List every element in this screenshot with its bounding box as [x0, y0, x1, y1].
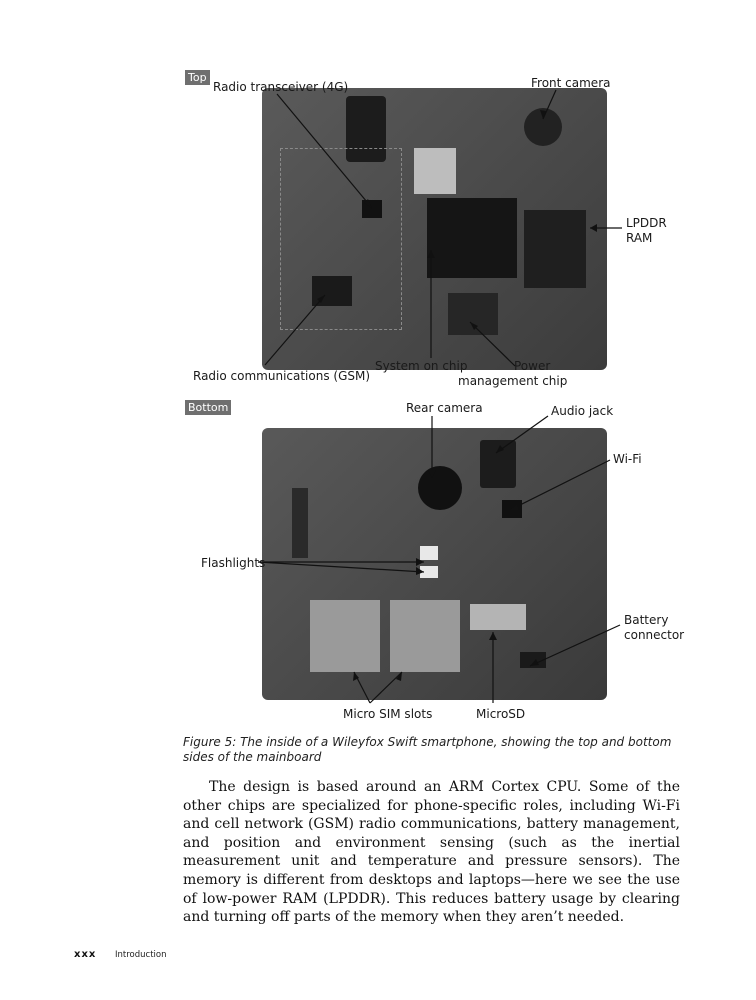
label-radio-transceiver: Radio transceiver (4G) [213, 80, 349, 94]
label-audio-jack: Audio jack [551, 404, 614, 418]
label-wifi: Wi-Fi [613, 452, 642, 466]
body-paragraph-container: The design is based around an ARM Cortex… [183, 778, 680, 927]
component-area [280, 148, 402, 330]
bottom-mainboard-photo [262, 428, 607, 700]
lpddr-chip [524, 210, 586, 288]
arrowhead [427, 250, 435, 258]
label-power-line1: Power [514, 359, 551, 373]
battery-connector-part [520, 652, 546, 668]
label-micro-sim-slots: Micro SIM slots [343, 707, 433, 721]
gsm-chip [312, 276, 352, 306]
leader-front-camera [542, 89, 557, 120]
label-lpddr-line1: LPDDR [626, 216, 667, 230]
label-rear-camera: Rear camera [406, 401, 483, 415]
page-folio: xxx [74, 949, 97, 960]
arrowhead [590, 224, 597, 232]
arrowhead [489, 632, 497, 640]
arrowhead [510, 504, 519, 510]
soc-chip [427, 198, 517, 278]
arrowhead [530, 659, 539, 666]
label-lpddr-line2: RAM [626, 231, 653, 245]
sim-slot-2 [390, 600, 460, 672]
label-microsd: MicroSD [476, 707, 526, 721]
label-system-on-chip: System on chip [375, 359, 468, 373]
rear-camera-module [418, 466, 462, 510]
arrowhead [416, 567, 424, 575]
shield-can [414, 148, 456, 194]
label-battery-line1: Battery [624, 613, 669, 627]
label-flashlights: Flashlights [201, 556, 266, 570]
leader-power [469, 321, 516, 367]
arrowhead [470, 322, 478, 330]
headphone-socket [346, 96, 386, 162]
body-paragraph: The design is based around an ARM Cortex… [183, 779, 680, 926]
leader-audio-jack [495, 415, 549, 454]
bottom-panel-tag: Bottom [185, 400, 232, 415]
arrowhead [317, 295, 325, 303]
sim-slot-1 [310, 600, 380, 672]
label-power-line2: management chip [458, 374, 568, 388]
label-battery-line2: connector [624, 628, 685, 642]
flashlight-led-2 [420, 566, 438, 578]
top-mainboard-photo [262, 88, 607, 370]
arrowhead [353, 672, 359, 681]
leader-wifi [509, 459, 611, 511]
microsd-slot [470, 604, 526, 630]
arrowhead [364, 199, 372, 208]
label-front-camera: Front camera [531, 76, 611, 90]
leader-radio-transceiver [276, 93, 373, 209]
figure-caption: Figure 5: The inside of a Wileyfox Swift… [183, 735, 672, 764]
top-panel-tag: Top [185, 70, 210, 85]
leader-flashlights-2 [257, 561, 425, 573]
arrowhead [540, 110, 546, 119]
arrowhead [428, 470, 436, 478]
leader-battery [529, 624, 621, 667]
ribbon-connector [292, 488, 308, 558]
running-footer-section: Introduction [115, 950, 167, 960]
arrowhead [496, 445, 504, 453]
arrowhead [396, 672, 402, 681]
arrowhead [416, 558, 424, 566]
flashlight-led-1 [420, 546, 438, 560]
leader-radio-gsm [264, 294, 326, 366]
audio-jack-socket [480, 440, 516, 488]
label-radio-gsm: Radio communications (GSM) [193, 369, 371, 383]
leader-sim-2 [369, 671, 403, 704]
